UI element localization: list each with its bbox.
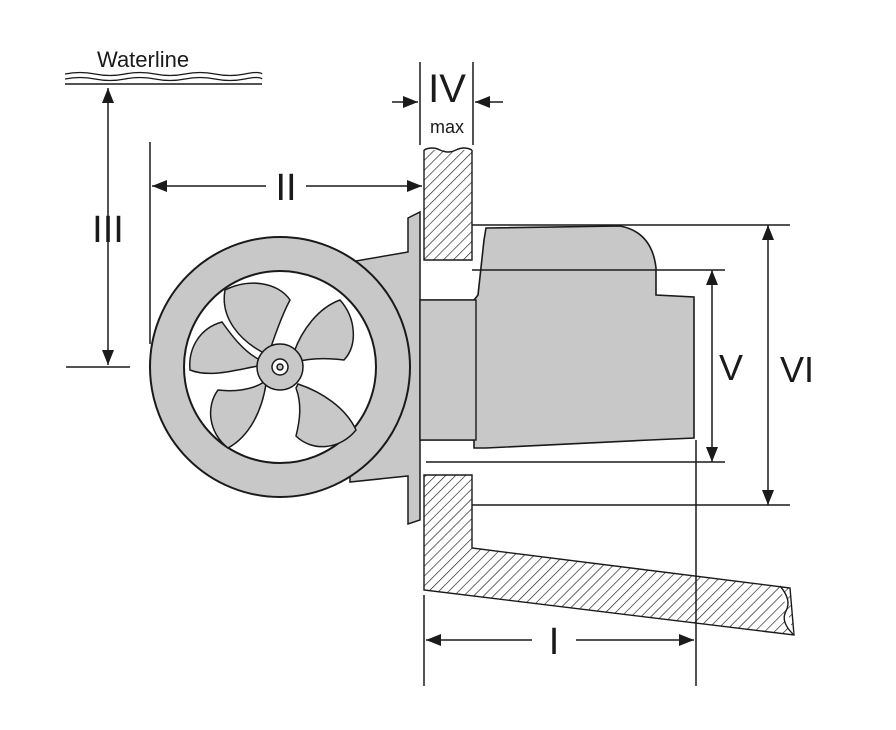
dimension-label-v: V bbox=[719, 347, 743, 388]
waterline-marker: Waterline bbox=[64, 47, 263, 85]
dimension-label-iii: III bbox=[92, 209, 124, 251]
dimension-label-iv-max: max bbox=[430, 117, 464, 137]
dimension-lines bbox=[66, 62, 790, 686]
electric-motor bbox=[419, 225, 695, 449]
waterline-label: Waterline bbox=[97, 47, 189, 72]
hull-wall bbox=[423, 147, 795, 636]
dimension-label-vi: VI bbox=[780, 349, 814, 390]
dimension-label-ii: II bbox=[275, 167, 296, 209]
dimension-label-iv: IV bbox=[428, 67, 466, 111]
dimension-label-i: I bbox=[549, 621, 560, 663]
propeller bbox=[189, 282, 357, 449]
